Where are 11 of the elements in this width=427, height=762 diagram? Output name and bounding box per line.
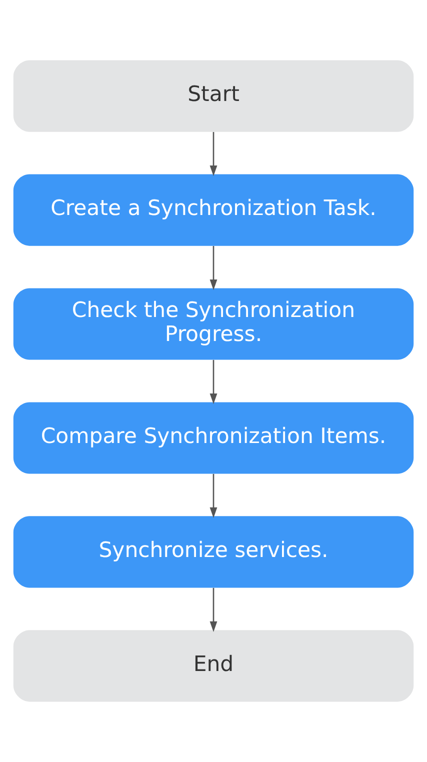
node-box: Compare Synchronization Items.: [13, 402, 414, 474]
arrow: [210, 132, 218, 176]
node-box: Create a Synchronization Task.: [13, 174, 414, 246]
arrow: [210, 588, 218, 632]
arrow: [210, 246, 218, 290]
arrow: [210, 474, 218, 518]
node-box: End: [13, 630, 414, 702]
node-box: Start: [13, 60, 414, 132]
node-box: Check the Synchronization Progress.: [13, 288, 414, 360]
node-box: Synchronize services.: [13, 516, 414, 588]
arrow: [210, 360, 218, 404]
